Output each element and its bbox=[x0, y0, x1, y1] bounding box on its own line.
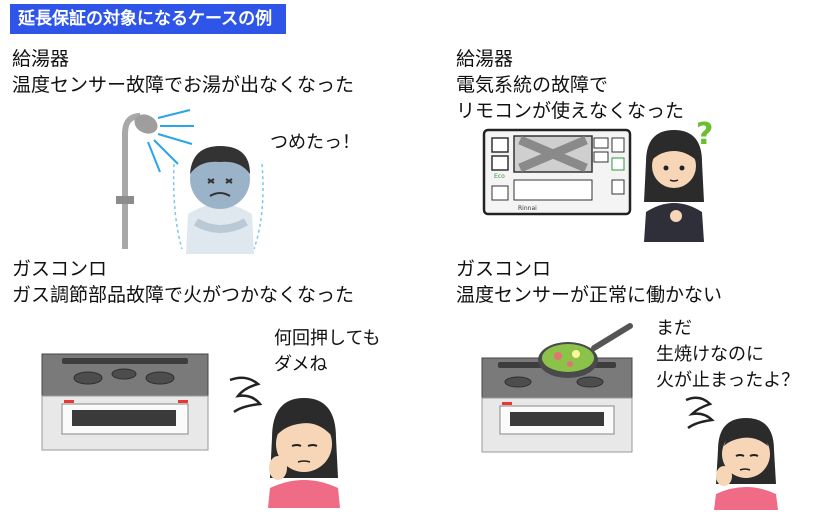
case-detail: 温度センサーが正常に働かない bbox=[456, 284, 723, 306]
stressed-woman-illustration bbox=[229, 376, 340, 508]
cold-shower-illustration bbox=[116, 109, 264, 254]
case-water-heater-remote: 給湯器 電気系統の故障で リモコンが使えなくなった Eco Rinnai ? bbox=[456, 46, 820, 286]
case-water-heater-temperature: 給湯器 温度センサー故障でお湯が出なくなった つめたっ！ bbox=[12, 46, 412, 286]
brand-label: Rinnai bbox=[518, 205, 537, 212]
page-title: 延長保証の対象になるケースの例 bbox=[10, 4, 287, 34]
person-remark: つめたっ！ bbox=[270, 132, 360, 153]
confused-woman-illustration bbox=[644, 130, 704, 242]
case-category: 給湯器 bbox=[12, 48, 70, 70]
case-category: ガスコンロ bbox=[456, 258, 552, 280]
stove-with-frying-pan-illustration bbox=[481, 323, 633, 453]
gas-stove-illustration bbox=[41, 353, 209, 451]
case-detail: 温度センサー故障でお湯が出なくなった bbox=[12, 74, 355, 96]
case-description: 給湯器 温度センサー故障でお湯が出なくなった bbox=[12, 46, 354, 98]
stressed-woman-illustration bbox=[685, 396, 778, 510]
case-detail: 電気系統の故障で bbox=[456, 74, 609, 96]
case-category: 給湯器 bbox=[456, 48, 514, 70]
case-description: 給湯器 電気系統の故障で リモコンが使えなくなった bbox=[456, 46, 684, 124]
broken-remote-illustration: Eco Rinnai bbox=[482, 128, 632, 216]
case-description: ガスコンロ 温度センサーが正常に働かない bbox=[456, 256, 722, 308]
eco-label: Eco bbox=[494, 173, 505, 180]
case-gas-stove-sensor: ガスコンロ 温度センサーが正常に働かない まだ 生焼けなのに 火が止まったよ？ bbox=[456, 256, 820, 510]
person-remark: まだ 生焼けなのに 火が止まったよ？ bbox=[656, 318, 800, 391]
case-detail: リモコンが使えなくなった bbox=[456, 100, 685, 122]
case-description: ガスコンロ ガス調節部品故障で火がつかなくなった bbox=[12, 256, 354, 308]
case-category: ガスコンロ bbox=[12, 258, 108, 280]
person-remark: 何回押しても ダメね bbox=[274, 328, 381, 375]
question-mark: ? bbox=[696, 117, 714, 152]
case-gas-stove-ignition: ガスコンロ ガス調節部品故障で火がつかなくなった 何回押しても ダメね bbox=[12, 256, 412, 508]
case-detail: ガス調節部品故障で火がつかなくなった bbox=[12, 284, 355, 306]
